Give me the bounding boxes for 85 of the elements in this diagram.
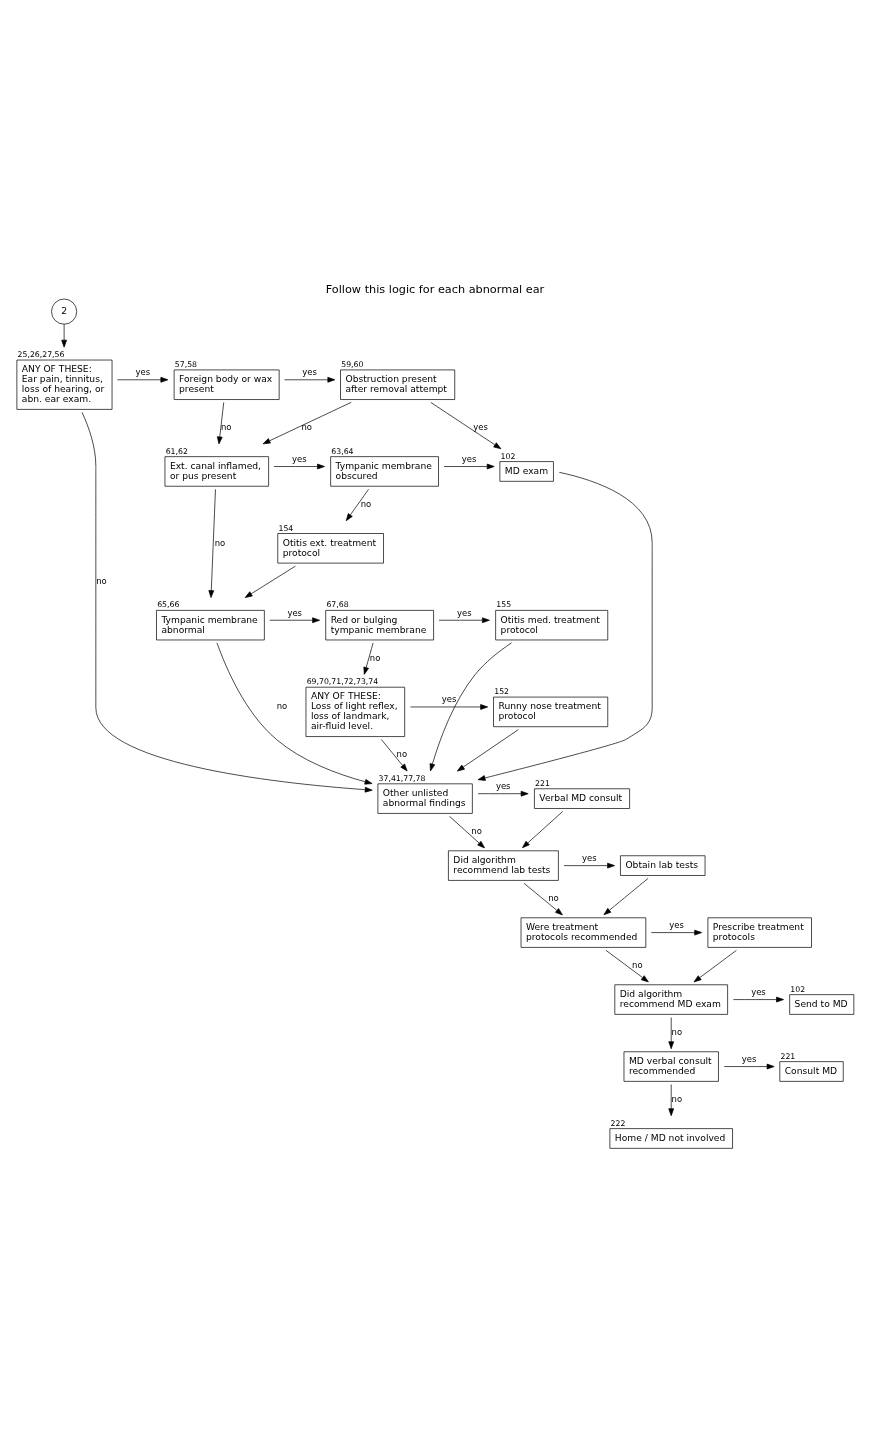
node-box: Verbal MD consult [534, 788, 630, 809]
edge-label: no [632, 960, 643, 971]
arrow [363, 642, 374, 675]
edge-label: yes [287, 607, 302, 618]
node-box: Otitis ext. treatment protocol [277, 533, 384, 564]
arrow [216, 642, 373, 785]
arrow [429, 642, 512, 772]
diagram-title: Follow this logic for each abnormal ear [325, 282, 545, 296]
edge-label: yes [669, 920, 684, 931]
node-box: MD verbal consult recommended [623, 1051, 719, 1082]
node-box: Obtain lab tests [620, 855, 706, 876]
node-box: Runny nose treatment protocol [493, 696, 609, 728]
arrow [216, 402, 225, 445]
arrow [61, 323, 67, 348]
edge-label: no [671, 1027, 683, 1038]
node-box: Otitis med. treatment protocol [495, 610, 609, 641]
edge-label: no [214, 537, 226, 548]
edge-label: yes [461, 454, 477, 465]
arrow [380, 739, 408, 772]
arrow [693, 950, 737, 983]
edge-label: yes [291, 454, 307, 465]
edge-label: yes [751, 987, 766, 998]
node-box: Foreign body or wax present [173, 369, 280, 400]
arrow [723, 1063, 775, 1070]
node-box: ANY OF THESE: Loss of light reflex, loss of landmark, air-fluid level. [305, 686, 406, 737]
edge-label: no [396, 749, 408, 760]
node-box: Red or bulging tympanic membrane [325, 610, 434, 641]
arrow [244, 565, 296, 598]
node-box: Ext. canal inflamed, or pus present [164, 456, 269, 487]
node-box: Did algorithm recommend MD exam [614, 984, 728, 1015]
edge-label: no [276, 701, 288, 712]
edge-label: no [301, 422, 312, 433]
arrow [603, 878, 649, 916]
edge-label: yes [741, 1054, 757, 1065]
edge-label: yes [473, 422, 488, 433]
arrow [605, 950, 649, 983]
arrow [269, 617, 320, 624]
arrow [650, 929, 703, 936]
node-box: Obstruction present after removal attempt [340, 369, 456, 400]
node-box: MD exam [499, 461, 554, 482]
arrow [262, 402, 352, 445]
arrow [523, 883, 563, 916]
node-box: ANY OF THESE: Ear pain, tinnitus, loss of hearing, or abn. ear exam. [16, 359, 113, 410]
node-box: Tympanic membrane obscured [330, 456, 439, 487]
arrow [81, 411, 373, 793]
arrow [117, 376, 169, 383]
arrow [668, 1017, 675, 1050]
arrow [449, 815, 485, 849]
edge-label: yes [582, 853, 597, 864]
arrow [477, 472, 653, 781]
node-circle: 2 [51, 298, 78, 325]
edge-label: no [671, 1094, 683, 1105]
arrow [563, 862, 615, 869]
edge-label: no [548, 893, 559, 904]
node-box: Other unlisted abnormal findings [377, 783, 473, 814]
node-box: Did algorithm recommend lab tests [448, 850, 559, 881]
edge-label: no [221, 422, 232, 433]
arrow [273, 463, 325, 470]
arrow [345, 488, 369, 522]
arrow [457, 729, 519, 772]
node-box: Were treatment protocols recommended [520, 917, 647, 948]
node-box: Send to MD [789, 994, 855, 1015]
arrow [477, 790, 529, 797]
node-box: Tympanic membrane abnormal [156, 610, 265, 641]
edge-label: yes [456, 607, 472, 618]
node-box: Home / MD not involved [609, 1128, 733, 1149]
arrow [410, 704, 489, 710]
edge-label: no [471, 826, 482, 837]
edge-label: no [360, 499, 372, 510]
arrow [438, 617, 490, 624]
arrow [668, 1084, 675, 1117]
arrow [522, 811, 564, 849]
arrow [284, 376, 336, 383]
arrow [733, 996, 784, 1003]
arrow [208, 489, 216, 598]
node-box: Consult MD [779, 1061, 844, 1082]
arrow [430, 402, 502, 450]
edge-label: no [96, 575, 107, 586]
edge-label: yes [302, 367, 317, 378]
edge-label: no [369, 652, 381, 663]
arrow [443, 463, 495, 470]
edge-label: yes [441, 694, 457, 705]
edge-label: yes [135, 367, 151, 378]
edge-label: yes [495, 781, 511, 792]
node-box: Prescribe treatment protocols [707, 917, 812, 948]
